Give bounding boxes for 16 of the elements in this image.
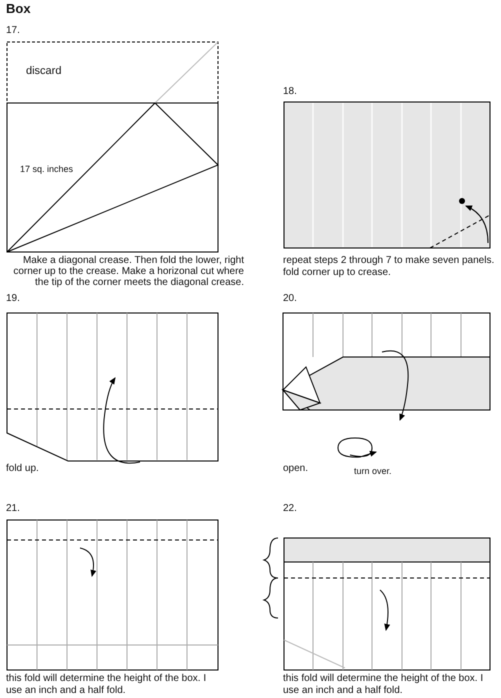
step-number: 22.: [283, 503, 297, 515]
area-label: discard: [26, 65, 62, 77]
step-number: 21.: [6, 503, 20, 515]
instruction-text: this fold will determine the height of the box. I use an inch and a half fold.: [6, 673, 208, 697]
instruction-text: this fold will determine the height of the box. I use an inch and a half fold.: [283, 673, 484, 697]
instruction-text: open.: [283, 463, 308, 475]
step-number: 17.: [6, 25, 20, 37]
title: Box: [6, 1, 31, 16]
step-number: 18.: [283, 86, 297, 98]
step-number: 19.: [6, 293, 20, 305]
instruction-text: Make a diagonal crease. Then fold the lower, right corner up to the crease. Make a horizonal cut where the tip of the corner meets the diagonal crease.: [12, 255, 244, 288]
instruction-text: turn over.: [354, 465, 392, 477]
instruction-text: fold up.: [6, 463, 39, 475]
area-label: 17 sq. inches: [20, 163, 74, 175]
instruction-text: repeat steps 2 through 7 to make seven panels. fold corner up to crease.: [283, 255, 496, 279]
step-number: 20.: [283, 293, 297, 305]
